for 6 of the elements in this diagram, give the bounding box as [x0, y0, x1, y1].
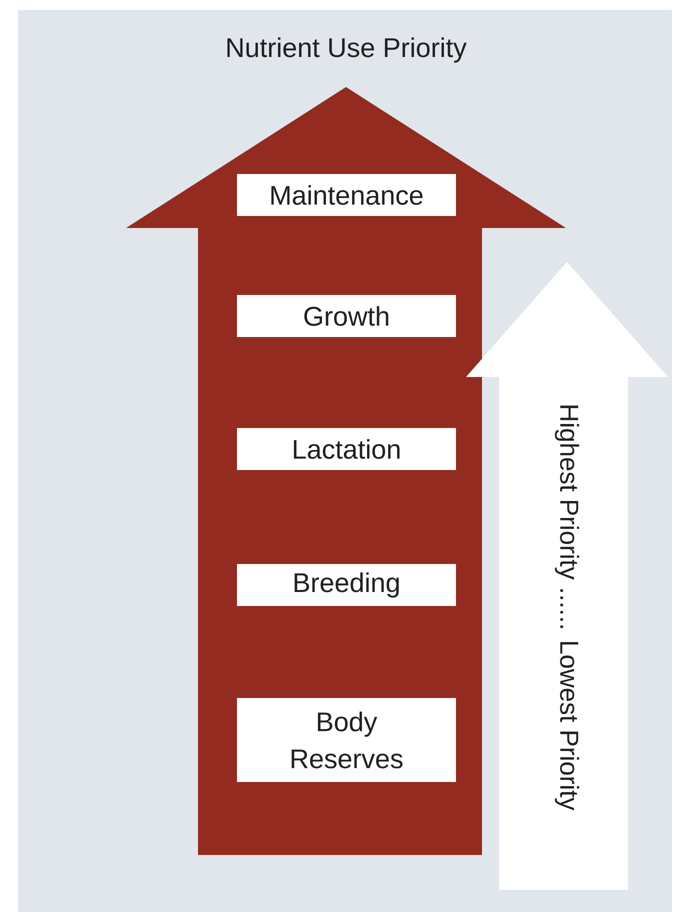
label-box: Body Reserves — [237, 698, 456, 782]
label-box: Breeding — [237, 564, 456, 606]
label-box: Maintenance — [237, 174, 456, 216]
title: Nutrient Use Priority — [227, 37, 467, 63]
label-box: Growth — [237, 295, 456, 337]
label-box: Lactation — [237, 428, 456, 470]
